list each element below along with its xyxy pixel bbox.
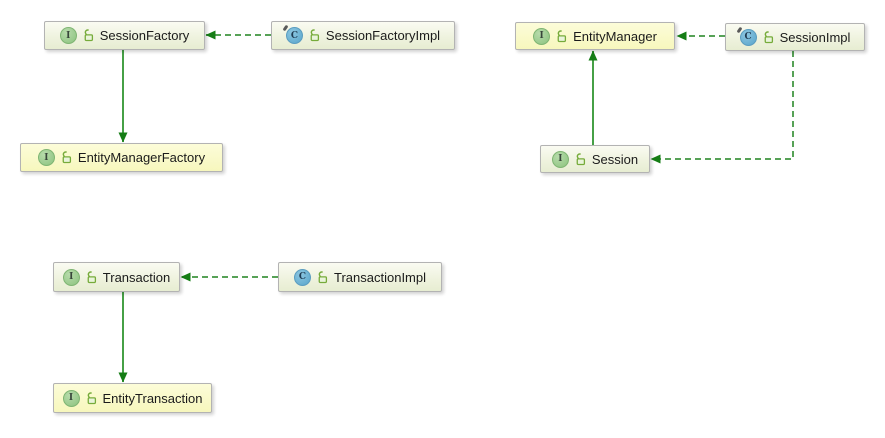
node-label: EntityManagerFactory (77, 150, 206, 165)
node-label: SessionFactory (99, 28, 190, 43)
class-constructor-mark (736, 26, 743, 33)
node-session-impl[interactable]: C SessionImpl (725, 23, 865, 51)
lock-icon (574, 152, 587, 166)
node-label: Transaction (102, 269, 171, 285)
lock-icon (316, 270, 329, 284)
node-label: EntityManager (573, 28, 657, 44)
edge-sessionimpl-to-session (650, 51, 794, 164)
node-transaction-impl[interactable]: C TransactionImpl (278, 262, 442, 292)
lock-icon (60, 151, 73, 164)
lock-icon (85, 391, 98, 405)
class-constructor-mark (282, 24, 289, 32)
interface-icon: I (59, 27, 77, 44)
lock-icon (308, 29, 321, 42)
node-entity-manager[interactable]: I EntityManager (515, 22, 675, 50)
class-icon: C (736, 26, 757, 46)
class-icon: C (282, 24, 303, 44)
node-label: Session (591, 151, 639, 167)
class-icon: C (294, 268, 311, 286)
node-session-factory[interactable]: I SessionFactory (44, 21, 205, 50)
node-session[interactable]: I Session (540, 145, 650, 173)
interface-icon: I (37, 149, 55, 166)
node-label: TransactionImpl (334, 269, 426, 285)
interface-icon: I (62, 268, 80, 286)
node-entity-manager-factory[interactable]: I EntityManagerFactory (20, 143, 223, 172)
lock-icon (85, 270, 98, 284)
node-session-factory-impl[interactable]: C SessionFactoryImpl (271, 21, 455, 50)
node-label: SessionImpl (779, 29, 851, 45)
node-label: SessionFactoryImpl (325, 28, 441, 43)
node-label: EntityTransaction (102, 390, 203, 406)
lock-icon (762, 30, 775, 44)
node-transaction[interactable]: I Transaction (53, 262, 180, 292)
lock-icon (82, 29, 95, 42)
node-entity-transaction[interactable]: I EntityTransaction (53, 383, 212, 413)
interface-icon: I (62, 389, 80, 407)
interface-icon: I (551, 150, 569, 168)
lock-icon (555, 29, 568, 43)
interface-icon: I (533, 27, 551, 45)
